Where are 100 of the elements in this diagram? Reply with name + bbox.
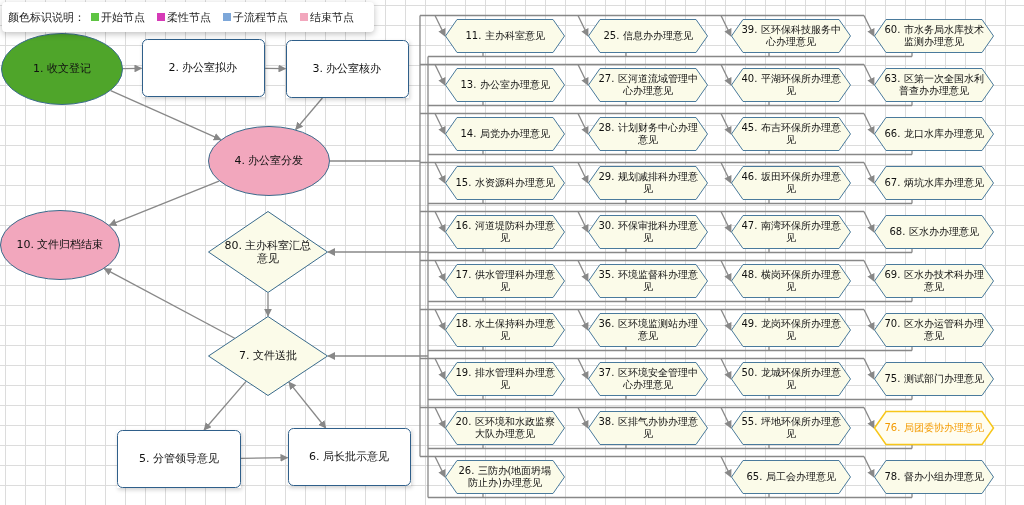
arrow	[577, 210, 589, 233]
decision-diamond: 49. 龙岗环保所办理意见	[731, 313, 851, 347]
connector-line	[911, 52, 913, 58]
connector-line	[419, 112, 865, 115]
decision-diamond: 37. 区环境安全管理中心办理意见	[588, 362, 708, 396]
arrow	[577, 259, 589, 282]
decision-diamond: 50. 龙城环保所办理意见	[731, 362, 851, 396]
arrow	[122, 64, 143, 73]
connector-line	[768, 297, 770, 303]
process-box: 6. 局长批示意见	[287, 428, 411, 486]
arrow	[720, 14, 732, 37]
arrow	[720, 308, 732, 331]
connector-line	[419, 259, 865, 262]
decision-diamond: 20. 区环境和水政监察大队办理意见	[445, 411, 565, 445]
connector-line	[482, 52, 484, 58]
arrow	[577, 14, 589, 37]
decision-diamond: 29. 规划减排科办理意见	[588, 166, 708, 200]
arrow	[720, 112, 732, 135]
decision-diamond: 60. 市水务局水库技术监测办理意见	[874, 19, 994, 53]
arrow	[103, 267, 236, 339]
arrow	[240, 453, 289, 462]
decision-diamond: 27. 区河道流域管理中心办理意见	[588, 68, 708, 102]
connector-line	[419, 161, 865, 164]
arrow	[577, 112, 589, 135]
connector-line	[427, 104, 913, 107]
connector-line	[427, 496, 913, 499]
arrow	[863, 112, 875, 135]
legend-label: 开始节点	[101, 9, 145, 25]
decision-diamond: 7. 文件送批	[208, 316, 328, 396]
arrow	[863, 455, 875, 478]
connector-line	[482, 199, 484, 205]
decision-diamond: 26. 三防办(地面坍塌防止办)办理意见	[445, 460, 565, 494]
decision-diamond: 47. 南湾环保所办理意见	[731, 215, 851, 249]
connector-line	[625, 346, 627, 352]
connector-line	[419, 455, 865, 458]
decision-diamond: 38. 区排气办协办理意见	[588, 411, 708, 445]
connector-line	[768, 52, 770, 58]
arrow	[863, 259, 875, 282]
decision-diamond: 48. 横岗环保所办理意见	[731, 264, 851, 298]
decision-diamond: 65. 局工会办理意见	[731, 460, 851, 494]
arrow	[434, 259, 446, 282]
arrow	[863, 210, 875, 233]
arrow	[327, 352, 429, 360]
connector-line	[482, 150, 484, 156]
connector-line	[768, 395, 770, 401]
arrow	[295, 97, 324, 131]
arrow	[434, 210, 446, 233]
decision-diamond: 55. 坪地环保所办理意见	[731, 411, 851, 445]
connector-line	[427, 447, 913, 450]
decision-diamond: 30. 环保审批科办理意见	[588, 215, 708, 249]
process-box: 2. 办公室拟办	[141, 39, 265, 97]
arrow	[720, 406, 732, 429]
connector-line	[482, 395, 484, 401]
connector-line	[427, 55, 913, 58]
arrow	[288, 381, 327, 429]
decision-diamond: 63. 区第一次全国水利普查办办理意见	[874, 68, 994, 102]
arrow	[863, 161, 875, 184]
arrow	[263, 64, 287, 73]
arrow	[434, 112, 446, 135]
connector-line	[329, 160, 421, 162]
connector-line	[768, 493, 770, 499]
connector-line	[419, 357, 865, 360]
decision-diamond: 40. 平湖环保所办理意见	[731, 68, 851, 102]
connector-line	[911, 444, 913, 450]
arrow	[863, 308, 875, 331]
arrow	[110, 90, 222, 141]
decision-diamond: 17. 供水管理科办理意见	[445, 264, 565, 298]
decision-diamond: 67. 炳坑水库办理意见	[874, 166, 994, 200]
connector-line	[419, 14, 865, 17]
arrow	[203, 380, 247, 431]
connector-line	[768, 101, 770, 107]
connector-line	[911, 199, 913, 205]
decision-diamond: 25. 信息办办理意见	[588, 19, 708, 53]
decision-diamond: 28. 计划财务中心办理意见	[588, 117, 708, 151]
arrow	[434, 161, 446, 184]
decision-diamond: 13. 办公室办理意见	[445, 68, 565, 102]
decision-diamond: 46. 坂田环保所办理意见	[731, 166, 851, 200]
connector-line	[768, 444, 770, 450]
decision-diamond: 76. 局团委协办理意见	[874, 411, 994, 445]
arrow	[108, 180, 220, 227]
decision-diamond: 19. 排水管理科办理意见	[445, 362, 565, 396]
decision-diamond: 66. 龙口水库办理意见	[874, 117, 994, 151]
connector-line	[625, 199, 627, 205]
connector-line	[427, 300, 913, 303]
arrow	[720, 161, 732, 184]
connector-line	[625, 444, 627, 450]
connector-line	[625, 248, 627, 254]
connector-line	[419, 63, 865, 66]
legend-label: 柔性节点	[167, 9, 211, 25]
legend-label: 子流程节点	[233, 9, 288, 25]
arrow	[720, 259, 732, 282]
arrow	[434, 406, 446, 429]
connector-line	[419, 308, 865, 311]
connector-line	[482, 248, 484, 254]
arrow	[720, 357, 732, 380]
connector-line	[482, 444, 484, 450]
connector-line	[427, 55, 429, 499]
decision-diamond: 70. 区水办运管科办理意见	[874, 313, 994, 347]
arrow	[720, 210, 732, 233]
ellipse-node: 1. 收文登记	[1, 33, 123, 105]
